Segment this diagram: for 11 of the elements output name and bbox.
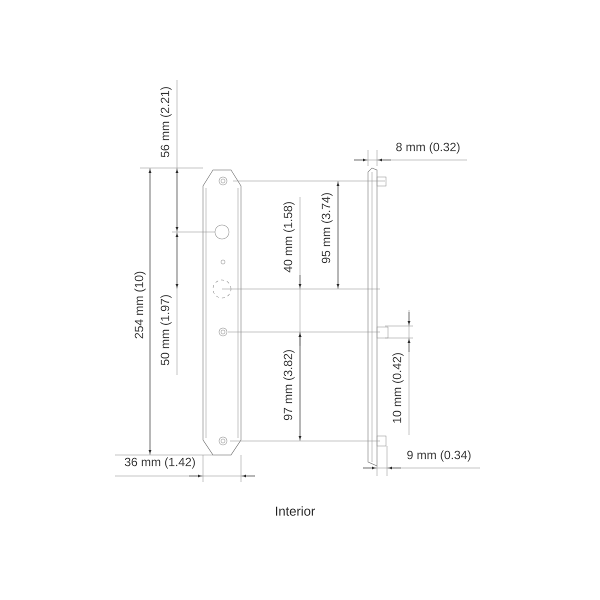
dimension-label: 97 mm (3.82): [283, 350, 295, 420]
dimension-label: 36 mm (1.42): [124, 457, 195, 469]
dimension-label: 8 mm (0.32): [396, 142, 460, 154]
dimension-label: 40 mm (1.58): [283, 202, 295, 272]
dimension-label: 95 mm (3.74): [321, 193, 333, 264]
dimension-label: 10 mm (0.42): [392, 353, 404, 423]
caption: Interior: [276, 506, 315, 516]
dimension-label: 50 mm (1.97): [160, 295, 172, 366]
dimension-label: 9 mm (0.34): [407, 450, 471, 462]
dimension-label: 56 mm (2.21): [160, 87, 172, 158]
dimension-label: 254 mm (10): [134, 272, 146, 338]
